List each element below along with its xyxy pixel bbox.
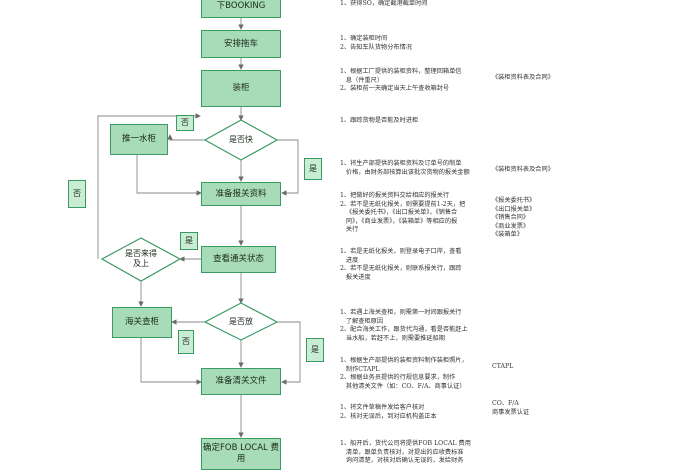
connector-catch-no	[97, 113, 201, 259]
step-customs-inspect: 海关查柜	[112, 307, 172, 338]
note-check-customs: 1、若是无纸化报关，则登录电子口岸，查看 进度 2、若不是无纸化报关，则联系报关…	[340, 248, 462, 281]
decision-can-catch-label: 是否来得及上	[125, 249, 157, 268]
ref-loading-sheet-2: 《装柜资料表及合同》	[492, 166, 554, 173]
note-customs-docs: 1、把做好的报关资料交给相应的报关行 2、若不是无纸化报关，则需要提前1-2天，…	[340, 192, 466, 234]
connector-fast-yes	[277, 139, 299, 196]
note-customs-amount: 1、将生产部提供的装柜资料及订单号的制单 价格，由财务部核算出该批次货物的报关金…	[340, 160, 470, 176]
note-customs-inspect: 1、若遇上海关查柜，则需第一时间跟报关行 了解查柜原因 2、配合海关工作，跟货代…	[340, 309, 468, 342]
connector-fast-no	[167, 134, 205, 141]
step-booking: 下BOOKING	[201, 0, 281, 18]
step-pull-back: 推一水柜	[110, 124, 168, 155]
step-check-customs: 查看通关状态	[201, 246, 276, 273]
note-booking: 1、获得SO，确定截港截单时间	[340, 0, 428, 7]
step-loading: 装柜	[201, 70, 281, 107]
ref-ctapl: CTAPL	[492, 363, 514, 370]
decision-can-catch	[100, 237, 182, 282]
decision-is-release-label: 是否放	[229, 317, 253, 326]
connector-release-yes	[277, 321, 301, 385]
step-prepare-clearance: 准备清关文件	[201, 368, 281, 395]
step-arrange-truck: 安排拖车	[201, 30, 281, 58]
note-arrange-truck: 1、确定装柜时间 2、告知车队货物分布情况	[340, 35, 412, 51]
label-no-far-left: 否	[68, 180, 86, 208]
label-yes-fast: 是	[304, 158, 322, 180]
note-is-fast: 1、跟踪货物是否能及时进柜	[340, 117, 419, 124]
label-yes-catch: 是	[180, 232, 198, 250]
decision-is-fast	[203, 119, 279, 161]
note-clearance-files: 1、根据生产部提供的装柜资料制作装柜照片， 制作CTAPL 2、根据业务员提供的…	[340, 357, 468, 390]
decision-is-fast-label: 是否快	[229, 135, 253, 144]
decision-is-release	[203, 302, 279, 341]
step-confirm-fob: 确定FOB LOCAL 费用	[201, 438, 281, 470]
label-yes-release: 是	[306, 338, 324, 362]
note-loading: 1、根据工厂提供的装柜资料，整理回箱单信 息（件重尺） 2、装柜前一天确定当天上…	[340, 68, 462, 93]
note-draft-check: 1、将文件草稿件发给客户核对 2、核对无误后，到对应机构盖正本	[340, 404, 437, 420]
label-no-fast: 否	[176, 115, 194, 131]
note-fob-local: 1、船开后，货代公司将提供FOB LOCAL 费用 清单，跟单负责核对，对提出的…	[340, 440, 471, 465]
step-customs-docs: 准备报关资料	[201, 182, 281, 206]
connector-pull-docs	[136, 155, 202, 196]
ref-customs-documents: 《报关委托书》 《出口报关单》 《销售合同》 《商业发票》 《装箱单》	[492, 197, 536, 239]
ref-loading-sheet: 《装柜资料表及合同》	[492, 74, 554, 81]
ref-co-fa: CO、F/A 商事发票认证	[492, 400, 530, 416]
connector-inspect-clear	[140, 338, 202, 385]
label-no-release: 否	[178, 330, 194, 354]
